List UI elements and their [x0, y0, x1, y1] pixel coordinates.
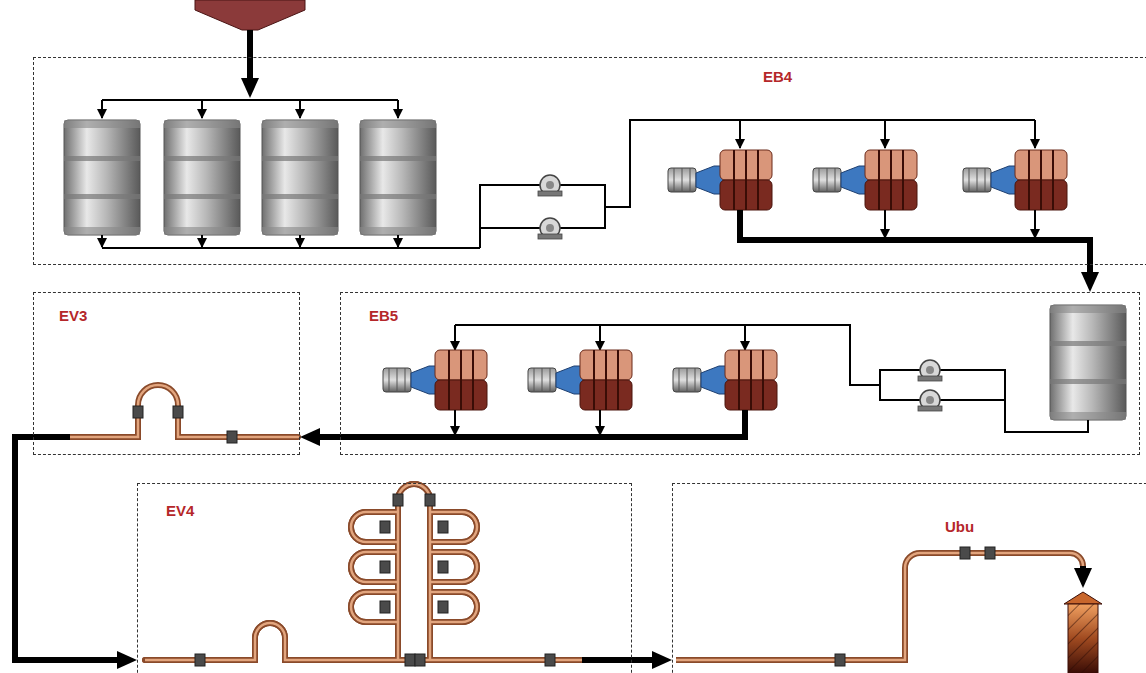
flow-arrow: [316, 434, 340, 440]
region-label: EV3: [57, 307, 89, 326]
region-label: EB5: [367, 307, 400, 326]
region-label: Ubu: [943, 518, 976, 537]
region-box: EV3: [33, 292, 300, 455]
flow-arrow: [632, 657, 656, 663]
region-box: EV4: [137, 483, 632, 673]
region-box: Ubu: [672, 483, 1146, 673]
flow-arrow: [1087, 265, 1093, 276]
region-label: EV4: [164, 502, 196, 521]
flow-arrow: [15, 437, 121, 660]
region-label: EB4: [761, 68, 794, 87]
region-box: EB5: [340, 292, 1140, 455]
region-box: EB4: [33, 57, 1146, 265]
